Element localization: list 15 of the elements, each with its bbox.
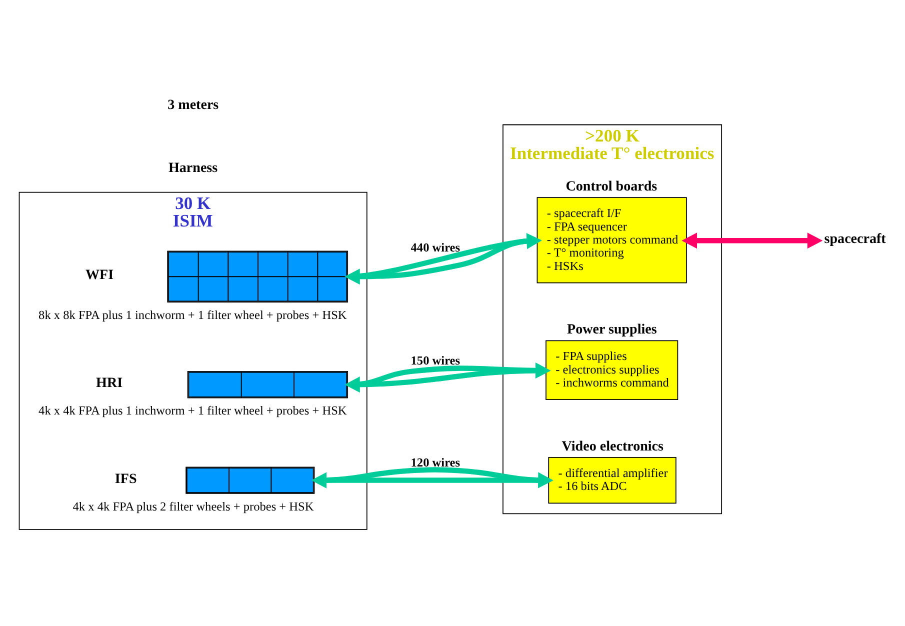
node-text: spacecraft — [824, 230, 886, 247]
node-label: Control boards — [566, 178, 658, 194]
node-label: Power supplies — [567, 321, 657, 338]
node-label: 4k x 4k FPA plus 1 inchworm + 1 filter wheel + probes + HSK — [38, 403, 347, 418]
edge-label: 120 wires — [410, 454, 460, 469]
node-label: 8k x 8k FPA plus 1 inchworm + 1 filter wheel + probes + HSK — [38, 307, 347, 322]
node-label: IFS — [114, 470, 137, 486]
label: 3 meters — [168, 96, 219, 112]
edge-label: 150 wires — [410, 353, 460, 368]
node-label: Video electronics — [562, 438, 664, 454]
node-label: WFI — [86, 266, 114, 283]
node-label: HRI — [96, 374, 123, 391]
node-label: 4k x 4k FPA plus 2 filter wheels + probes + HSK — [72, 498, 314, 513]
edge-label: 440 wires — [410, 240, 460, 254]
label: Harness — [168, 159, 218, 176]
